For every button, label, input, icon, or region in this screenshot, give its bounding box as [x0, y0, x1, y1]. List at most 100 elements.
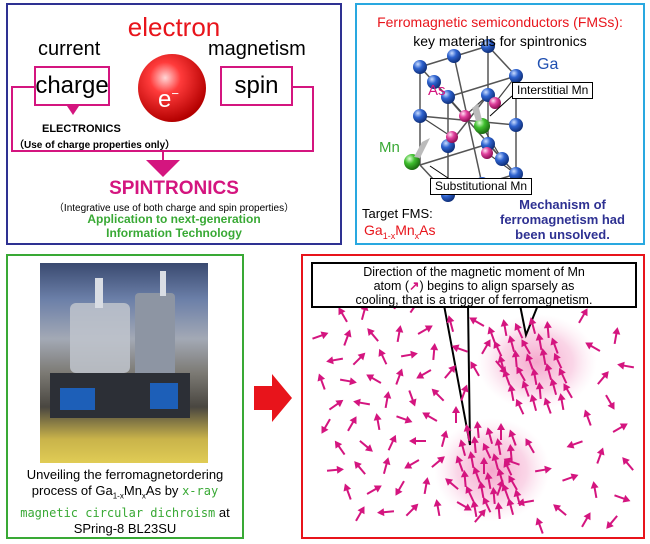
- moment-arrow: [456, 501, 472, 511]
- moment-arrow: [387, 434, 397, 451]
- electron-title: electron: [127, 12, 221, 42]
- moment-arrow: [469, 317, 485, 327]
- moment-arrow: [352, 352, 366, 366]
- moment-arrow: [544, 363, 553, 380]
- beamline-photo: [40, 263, 208, 463]
- moment-arrow: [444, 365, 456, 379]
- current-label: current: [38, 38, 101, 60]
- moment-arrow: [581, 512, 591, 528]
- magnetic-moment-panel: [301, 254, 645, 539]
- moment-arrow: [431, 456, 445, 468]
- moment-arrow: [334, 440, 346, 456]
- moment-arrow: [493, 340, 503, 357]
- moment-arrow: [508, 475, 518, 491]
- moment-arrow: [395, 325, 404, 343]
- moment-arrow: [508, 429, 517, 446]
- moment-arrow: [312, 331, 329, 340]
- moment-arrow: [562, 473, 579, 482]
- moment-arrow: [563, 383, 573, 399]
- electron-symbol: e−: [158, 86, 179, 113]
- moment-arrow: [515, 398, 525, 415]
- moment-arrow: [474, 509, 486, 523]
- moment-arrow: [482, 442, 492, 459]
- moment-arrow: [395, 480, 405, 496]
- big-down-arrow-icon: [146, 160, 180, 177]
- moment-arrow: [530, 368, 539, 386]
- moment-arrow: [321, 418, 331, 434]
- as-label: As: [428, 82, 446, 99]
- moment-arrow: [553, 352, 563, 369]
- moment-arrow: [481, 339, 491, 355]
- moment-arrow: [445, 478, 459, 490]
- moment-arrow: [343, 329, 352, 346]
- moment-arrow: [353, 398, 371, 407]
- moment-arrow: [470, 500, 479, 518]
- moment-arrow: [622, 457, 634, 471]
- moment-arrow: [467, 451, 476, 469]
- moment-arrow: [543, 397, 552, 414]
- moment-arrow: [328, 399, 344, 411]
- fms-panel: [355, 3, 645, 245]
- moment-arrow: [583, 409, 592, 426]
- moment-arrow: [543, 321, 552, 339]
- application-line-1: Application to next-generation: [87, 212, 261, 226]
- moment-arrow: [596, 447, 605, 464]
- moment-arrow: [417, 325, 433, 335]
- moment-arrow: [578, 308, 588, 324]
- electron-sphere-icon: [138, 54, 206, 122]
- moment-arrow: [507, 384, 516, 402]
- moment-arrow: [446, 315, 455, 332]
- spintronics-title: SPINTRONICS: [109, 178, 239, 199]
- fms-title: Ferromagnetic semiconductors (FMSs):: [377, 14, 623, 30]
- moment-arrow: [347, 416, 357, 432]
- moment-arrow: [507, 335, 516, 352]
- moment-arrow: [557, 393, 566, 411]
- moment-arrow: [440, 430, 449, 447]
- fms-subtitle: key materials for spintronics: [413, 33, 587, 49]
- moment-arrow: [539, 348, 548, 366]
- magnetic-moment-arrows: [312, 298, 635, 534]
- moment-arrow: [516, 366, 526, 382]
- moment-arrow: [521, 380, 530, 397]
- moment-arrow: [416, 369, 432, 379]
- moment-arrow: [473, 421, 482, 439]
- moment-arrow: [503, 457, 520, 466]
- moment-arrow: [409, 437, 426, 445]
- mn-label: Mn: [379, 139, 400, 156]
- moment-arrow: [605, 394, 615, 410]
- moment-arrow: [354, 461, 366, 475]
- crystal-structure-icon: [404, 39, 523, 202]
- moment-arrow: [566, 440, 583, 449]
- moment-arrow: [326, 465, 344, 474]
- moment-arrow: [597, 371, 609, 385]
- moment-arrow: [373, 413, 382, 431]
- moment-arrow: [550, 337, 559, 354]
- moment-arrow: [506, 498, 515, 515]
- moment-arrow: [525, 353, 534, 370]
- moment-arrow: [497, 423, 505, 440]
- electronics-title: ELECTRONICS: [42, 123, 121, 135]
- moment-arrow: [497, 355, 506, 372]
- moment-arrow: [501, 483, 510, 500]
- spin-box: spin: [220, 66, 293, 106]
- moment-arrow: [500, 319, 509, 337]
- moment-arrow: [367, 328, 379, 342]
- moment-arrow: [422, 477, 431, 495]
- moment-arrow: [506, 444, 515, 462]
- moment-arrow: [477, 481, 486, 499]
- moment-arrow: [614, 494, 631, 503]
- spintronics-note: （Integrative use of both charge and spin…: [53, 203, 295, 214]
- moment-arrow: [460, 384, 469, 401]
- moment-arrow: [405, 503, 419, 517]
- moment-arrow: [404, 459, 420, 469]
- moment-arrow: [366, 485, 382, 495]
- target-fms-formula: Ga1-xMnxAs: [364, 222, 436, 241]
- moment-arrow: [359, 440, 373, 452]
- down-arrow-icon: [65, 103, 81, 115]
- moment-arrow: [430, 343, 439, 361]
- moment-arrow: [458, 439, 467, 456]
- moment-arrow: [535, 517, 544, 534]
- speech-bubble: Direction of the magnetic moment of Mn a…: [311, 262, 637, 308]
